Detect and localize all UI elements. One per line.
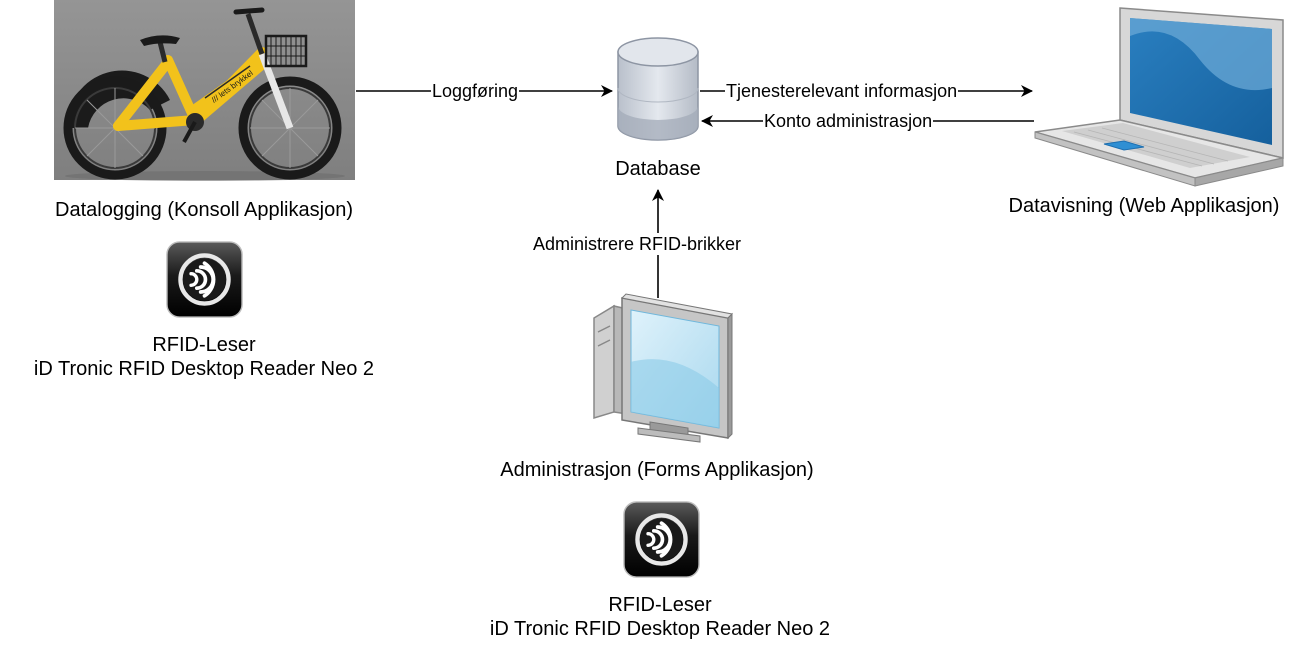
desktop-computer-icon bbox=[593, 293, 734, 443]
bike-photo: /// lets brykkel bbox=[54, 0, 355, 181]
rfid-left-label: RFID-Leser iD Tronic RFID Desktop Reader… bbox=[4, 333, 404, 381]
rfid-left-icon bbox=[167, 242, 242, 317]
edge-label-service-info: Tjenesterelevant informasjon bbox=[725, 80, 959, 102]
desktop-label: Administrasjon (Forms Applikasjon) bbox=[500, 459, 814, 481]
database-label: Database bbox=[615, 158, 701, 180]
edge-label-rfid-admin: Administrere RFID-brikker bbox=[532, 233, 743, 255]
laptop-label: Datavisning (Web Applikasjon) bbox=[1008, 195, 1280, 217]
edge-label-account-admin: Konto administrasjon bbox=[763, 110, 934, 132]
rfid-bottom-label: RFID-Leser iD Tronic RFID Desktop Reader… bbox=[450, 593, 870, 641]
database-icon bbox=[617, 37, 699, 141]
edge-label-logging: Loggføring bbox=[431, 80, 520, 102]
rfid-bottom-icon bbox=[624, 502, 699, 577]
rfid-left-line1: RFID-Leser bbox=[152, 334, 256, 356]
laptop-icon bbox=[1034, 7, 1284, 187]
rfid-bottom-line1: RFID-Leser bbox=[608, 594, 712, 616]
rfid-left-line2: iD Tronic RFID Desktop Reader Neo 2 bbox=[33, 358, 375, 380]
rfid-bottom-line2: iD Tronic RFID Desktop Reader Neo 2 bbox=[489, 618, 831, 640]
bike-label: Datalogging (Konsoll Applikasjon) bbox=[55, 199, 353, 221]
